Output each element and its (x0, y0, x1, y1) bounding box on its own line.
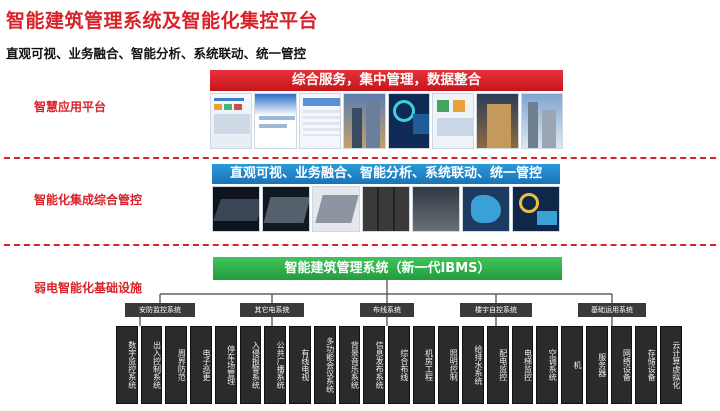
screenshot-camera-view (412, 186, 460, 232)
screenshot-camera-grid (362, 186, 410, 232)
subsystem-infrastructure: 基础运用系统 (578, 303, 646, 317)
screenshot-3d-model-3 (312, 186, 360, 232)
subsystem-cabling: 布线系统 (360, 303, 414, 317)
subsystem-building-automation: 楼宇自控系统 (460, 303, 532, 317)
device-item: 电梯监控 (511, 326, 534, 404)
integration-screenshots (212, 186, 560, 232)
device-item: 入侵报警系统 (239, 326, 262, 404)
device-item: 公共广播系统 (264, 326, 287, 404)
device-item: 空调系统 (536, 326, 559, 404)
screenshot-dashboard-4 (387, 93, 430, 149)
screenshot-dashboard-3 (298, 93, 342, 149)
device-item: 给排水系统 (462, 326, 485, 404)
device-item: 出入控制系统 (140, 326, 163, 404)
screenshot-dashboard-5 (431, 93, 475, 149)
screenshot-building-photo-3 (520, 93, 563, 149)
device-list: 数字监控系统 出入控制系统 周界防范 电子巡更 停车场管理 入侵报警系统 公共广… (116, 326, 682, 404)
subsystem-other: 其它电系统 (240, 303, 304, 317)
device-item: 停车场管理 (214, 326, 237, 404)
device-item: 网络设备 (610, 326, 633, 404)
device-item: 背景音乐系统 (338, 326, 361, 404)
screenshot-dashboard-1 (210, 93, 253, 149)
screenshot-map-view (462, 186, 510, 232)
layer-divider-1 (4, 157, 716, 159)
subsystem-security: 安防监控系统 (125, 303, 195, 317)
layer-label-integration: 智能化集成综合管控 (34, 193, 143, 207)
device-item: 有线电视 (289, 326, 311, 404)
device-item: 信息发布系统 (363, 326, 386, 404)
screenshot-analytics (512, 186, 560, 232)
page-subtitle: 直观可视、业务融合、智能分析、系统联动、统一管控 (6, 46, 307, 61)
screenshot-building-photo-1 (343, 93, 386, 149)
screenshot-building-photo-2 (476, 93, 519, 149)
device-item: 服务器 (585, 326, 608, 404)
device-item: 电子巡更 (190, 326, 212, 404)
application-screenshots (210, 93, 563, 149)
layer-label-application: 智慧应用平台 (34, 100, 107, 114)
device-item: 机房工程 (412, 326, 435, 404)
page-title: 智能建筑管理系统及智能化集控平台 (6, 10, 319, 32)
device-item: 多功能会议系统 (313, 326, 336, 404)
layer-divider-2 (4, 244, 716, 246)
screenshot-3d-model-2 (262, 186, 310, 232)
device-item: 配电监控 (487, 326, 509, 404)
screenshot-dashboard-2 (254, 93, 297, 149)
device-item: 云计算虚拟化 (660, 326, 682, 404)
device-item: 照明控制 (437, 326, 460, 404)
integration-banner: 直观可视、业务融合、智能分析、系统联动、统一管控 (212, 164, 560, 184)
device-item: 周界防范 (165, 326, 188, 404)
device-item: 存储设备 (635, 326, 658, 404)
device-item: 机 (561, 326, 583, 404)
infrastructure-banner: 智能建筑管理系统（新一代IBMS） (213, 257, 562, 280)
screenshot-3d-model-1 (212, 186, 260, 232)
application-banner: 综合服务，集中管理，数据整合 (210, 70, 563, 91)
device-item: 综合布线 (388, 326, 410, 404)
device-item: 数字监控系统 (116, 326, 138, 404)
layer-label-infrastructure: 弱电智能化基础设施 (34, 281, 143, 295)
